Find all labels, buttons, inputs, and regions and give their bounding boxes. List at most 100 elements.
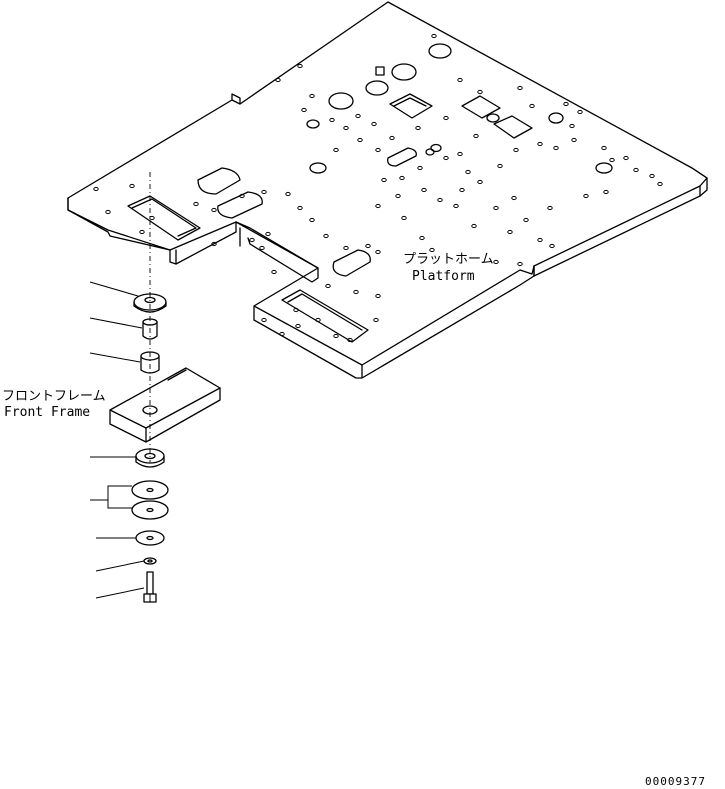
bolt-hole	[371, 121, 377, 127]
bolt-hole	[493, 205, 499, 211]
bolt-hole	[261, 189, 267, 195]
bolt-hole	[343, 245, 349, 251]
platform-bolt-holes	[93, 33, 663, 343]
bolt-hole	[297, 63, 303, 69]
bolt-hole	[431, 33, 437, 39]
bolt-hole	[309, 217, 315, 223]
bolt-hole	[375, 249, 381, 255]
platform-plate	[67, 1, 708, 379]
bolt-hole	[375, 203, 381, 209]
bolt-hole	[193, 201, 199, 207]
bolt-hole	[459, 187, 465, 193]
bolt-hole	[583, 193, 589, 199]
bolt-hole	[513, 147, 519, 153]
bolt-hole	[443, 155, 449, 161]
bolt-hole	[417, 165, 423, 171]
bolt-hole	[609, 157, 615, 163]
bolt-hole	[285, 191, 291, 197]
bolt-hole	[473, 133, 479, 139]
bolt-hole	[325, 283, 331, 289]
bolt-hole	[419, 235, 425, 241]
bolt-hole	[529, 103, 535, 109]
bolt-hole	[477, 179, 483, 185]
bolt	[143, 571, 157, 603]
shim-upper	[131, 480, 169, 500]
bolt-hole	[293, 307, 299, 313]
bolt-hole	[375, 147, 381, 153]
front-frame-label-en: Front Frame	[4, 405, 90, 420]
bolt-hole	[457, 151, 463, 157]
bolt-hole	[333, 333, 339, 339]
spring-washer	[143, 557, 157, 565]
bolt-hole	[601, 145, 607, 151]
bolt-hole	[437, 197, 443, 203]
bolt-hole	[249, 237, 255, 243]
front-frame-label-jp: フロントフレーム	[2, 389, 106, 404]
bolt-hole	[261, 317, 267, 323]
bolt-hole	[347, 337, 353, 343]
bolt-hole	[493, 259, 499, 265]
bolt-hole	[571, 137, 577, 143]
bolt-hole	[443, 115, 449, 121]
bolt-hole	[323, 233, 329, 239]
bolt-hole	[315, 317, 321, 323]
bolt-hole	[259, 245, 265, 251]
bolt-hole	[149, 215, 155, 221]
bolt-hole	[523, 217, 529, 223]
bolt-hole	[477, 89, 483, 95]
bolt-hole	[211, 241, 217, 247]
bolt-hole	[415, 125, 421, 131]
bolt-hole	[517, 261, 523, 267]
bolt-hole	[395, 193, 401, 199]
bolt-hole	[569, 123, 575, 129]
bolt-hole	[301, 107, 307, 113]
bolt-hole	[537, 237, 543, 243]
bolt-hole	[239, 193, 245, 199]
shim-lower	[131, 500, 169, 520]
bolt-hole	[657, 181, 663, 187]
bolt-hole	[355, 113, 361, 119]
bolt-hole	[333, 147, 339, 153]
drawing-code: 00009377	[645, 775, 706, 788]
bolt-hole	[421, 187, 427, 193]
bolt-hole	[497, 163, 503, 169]
bolt-hole	[603, 189, 609, 195]
bolt-hole	[511, 195, 517, 201]
bolt-hole	[553, 145, 559, 151]
bolt-hole	[211, 207, 217, 213]
bolt-hole	[129, 183, 135, 189]
leader-lines	[89, 281, 145, 599]
bolt-hole	[309, 93, 315, 99]
bolt-hole	[577, 109, 583, 115]
bolt-hole	[537, 141, 543, 147]
bolt-hole	[297, 205, 303, 211]
bolt-hole	[365, 243, 371, 249]
bolt-hole	[373, 317, 379, 323]
bolt-hole	[401, 215, 407, 221]
bolt-hole	[275, 77, 281, 83]
bolt-hole	[457, 77, 463, 83]
bolt-hole	[471, 223, 477, 229]
bolt-hole	[295, 323, 301, 329]
bolt-hole	[633, 167, 639, 173]
bolt-hole	[547, 205, 553, 211]
bolt-hole	[357, 137, 363, 143]
bolt-hole	[139, 229, 145, 235]
bolt-hole	[105, 209, 111, 215]
bolt-hole	[329, 117, 335, 123]
front-frame-block	[109, 367, 221, 443]
bolt-hole	[399, 175, 405, 181]
bolt-hole	[389, 135, 395, 141]
plain-washer	[135, 530, 165, 546]
bolt-hole	[649, 173, 655, 179]
bolt-hole	[563, 101, 569, 107]
bolt-hole	[507, 229, 513, 235]
bolt-hole	[517, 85, 523, 91]
bolt-hole	[623, 155, 629, 161]
bolt-hole	[375, 293, 381, 299]
platform-label-en: Platform	[412, 269, 475, 284]
bolt-hole	[453, 203, 459, 209]
bolt-hole	[429, 247, 435, 253]
bolt-hole	[343, 125, 349, 131]
bolt-hole	[353, 289, 359, 295]
